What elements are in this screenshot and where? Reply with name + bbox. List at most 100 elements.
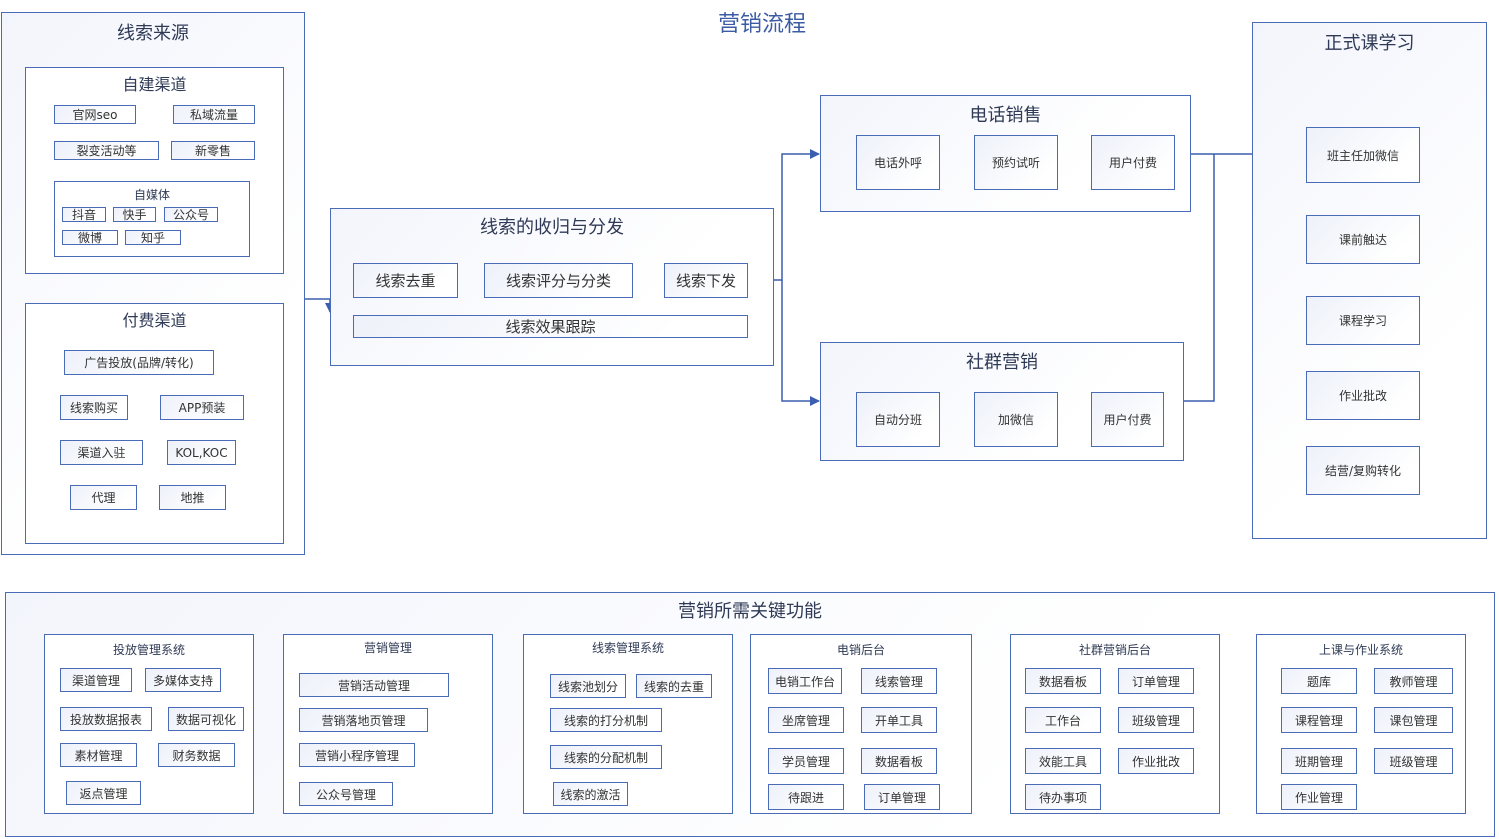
- self-media-panel: 自媒体 抖音 快手 公众号 微博 知乎: [54, 181, 250, 257]
- paid-ground-promo: 地推: [159, 485, 226, 510]
- collect-panel: 线索的收归与分发 线索去重 线索评分与分类 线索下发 线索效果跟踪: [330, 208, 774, 366]
- func-package-mgmt: 课包管理: [1374, 707, 1453, 733]
- func-ad-report: 投放数据报表: [60, 707, 152, 731]
- item-new-retail: 新零售: [171, 141, 255, 160]
- func-lead-dedupe: 线索的去重: [636, 674, 712, 698]
- media-douyin: 抖音: [62, 207, 106, 222]
- func-question-bank: 题库: [1281, 668, 1357, 694]
- paid-channel-title: 付费渠道: [122, 311, 187, 330]
- func-community-order-mgmt: 订单管理: [1118, 668, 1194, 694]
- func-term-mgmt: 班期管理: [1281, 748, 1357, 774]
- func-homework-mgmt: 作业管理: [1281, 784, 1357, 810]
- self-channel-title: 自建渠道: [122, 75, 187, 94]
- paid-app-preinstall: APP预装: [160, 395, 244, 420]
- group-ad-system: 投放管理系统 渠道管理 多媒体支持 投放数据报表 数据可视化 素材管理 财务数据…: [44, 634, 254, 814]
- func-data-viz: 数据可视化: [168, 707, 244, 731]
- func-phone-order-mgmt: 订单管理: [864, 784, 940, 810]
- course-step-pre-reach: 课前触达: [1306, 215, 1420, 264]
- func-community-homework: 作业批改: [1118, 748, 1194, 774]
- func-community-dashboard: 数据看板: [1025, 668, 1101, 694]
- step-score-classify: 线索评分与分类: [484, 263, 633, 298]
- page-title: 营销流程: [718, 12, 807, 37]
- course-panel: 正式课学习 班主任加微信 课前触达 课程学习 作业批改 结营/复购转化: [1252, 22, 1487, 539]
- group-lead-system: 线索管理系统 线索池划分 线索的去重 线索的打分机制 线索的分配机制 线索的激活: [523, 634, 733, 814]
- media-zhihu: 知乎: [125, 230, 181, 245]
- group-class-homework-title: 上课与作业系统: [1318, 643, 1403, 657]
- phone-step-trial: 预约试听: [974, 135, 1058, 190]
- step-effect-tracking: 线索效果跟踪: [353, 315, 748, 338]
- paid-channel-entry: 渠道入驻: [60, 440, 143, 465]
- course-step-study: 课程学习: [1306, 296, 1420, 345]
- sources-title: 线索来源: [117, 23, 189, 44]
- func-seat-mgmt: 坐席管理: [768, 707, 844, 733]
- community-step-add-wechat: 加微信: [974, 392, 1058, 447]
- group-community-backend-title: 社群营销后台: [1078, 643, 1151, 657]
- phone-sales-panel: 电话销售 电话外呼 预约试听 用户付费: [820, 95, 1191, 212]
- paid-lead-purchase: 线索购买: [60, 395, 128, 420]
- self-media-title: 自媒体: [133, 188, 170, 202]
- item-official-seo: 官网seo: [54, 105, 136, 124]
- func-lead-pool: 线索池划分: [550, 674, 626, 698]
- group-marketing-mgmt: 营销管理 营销活动管理 营销落地页管理 营销小程序管理 公众号管理: [283, 634, 493, 814]
- func-channel-mgmt: 渠道管理: [60, 668, 132, 692]
- paid-kol: KOL,KOC: [167, 440, 236, 465]
- arrow-sources-to-collect: [305, 298, 335, 313]
- func-teacher-mgmt: 教师管理: [1374, 668, 1453, 694]
- course-title: 正式课学习: [1324, 33, 1415, 54]
- func-order-tool: 开单工具: [861, 707, 937, 733]
- group-class-homework-system: 上课与作业系统 题库 教师管理 课程管理 课包管理 班期管理 班级管理 作业管理: [1256, 634, 1466, 814]
- func-follow-up: 待跟进: [768, 784, 844, 810]
- group-ad-system-title: 投放管理系统: [112, 643, 185, 657]
- func-phone-dashboard: 数据看板: [861, 748, 937, 774]
- func-mini-program: 营销小程序管理: [299, 743, 415, 767]
- group-phone-backend-title: 电销后台: [836, 643, 885, 657]
- phone-step-call: 电话外呼: [856, 135, 940, 190]
- phone-sales-title: 电话销售: [969, 105, 1042, 126]
- func-phone-workbench: 电销工作台: [768, 668, 842, 694]
- func-class-mgmt: 班级管理: [1374, 748, 1453, 774]
- collect-title: 线索的收归与分发: [480, 217, 624, 238]
- paid-agent: 代理: [70, 485, 137, 510]
- func-lead-scoring: 线索的打分机制: [550, 708, 662, 732]
- phone-step-pay: 用户付费: [1091, 135, 1175, 190]
- course-step-teacher-wechat: 班主任加微信: [1306, 127, 1420, 183]
- community-step-pay: 用户付费: [1091, 392, 1164, 447]
- group-lead-system-title: 线索管理系统: [591, 641, 664, 655]
- func-community-class-mgmt: 班级管理: [1118, 707, 1194, 733]
- func-finance-data: 财务数据: [158, 743, 235, 767]
- arrow-dispatch-to-community: [781, 280, 820, 406]
- func-efficiency-tool: 效能工具: [1025, 748, 1101, 774]
- community-step-auto-class: 自动分班: [856, 392, 940, 447]
- func-landing-page: 营销落地页管理: [299, 708, 428, 732]
- func-course-mgmt: 课程管理: [1281, 707, 1357, 733]
- self-channel-panel: 自建渠道 官网seo 私域流量 裂变活动等 新零售 自媒体 抖音 快手 公众号 …: [25, 67, 284, 274]
- media-weibo: 微博: [62, 230, 118, 245]
- community-panel: 社群营销 自动分班 加微信 用户付费: [820, 342, 1184, 461]
- functions-title: 营销所需关键功能: [678, 601, 822, 622]
- community-title: 社群营销: [966, 352, 1038, 373]
- group-marketing-mgmt-title: 营销管理: [363, 641, 412, 655]
- item-fission: 裂变活动等: [54, 141, 159, 160]
- functions-panel: 营销所需关键功能 投放管理系统 渠道管理 多媒体支持 投放数据报表 数据可视化 …: [5, 592, 1495, 837]
- sources-panel: 线索来源 自建渠道 官网seo 私域流量 裂变活动等 新零售 自媒体 抖音 快手…: [1, 12, 305, 555]
- func-campaign-mgmt: 营销活动管理: [299, 673, 449, 697]
- step-dedupe: 线索去重: [353, 263, 458, 298]
- func-material-mgmt: 素材管理: [60, 743, 137, 767]
- func-community-workbench: 工作台: [1025, 707, 1101, 733]
- paid-channel-panel: 付费渠道 广告投放(品牌/转化) 线索购买 APP预装 渠道入驻 KOL,KOC…: [25, 303, 284, 544]
- paid-ads: 广告投放(品牌/转化): [64, 350, 214, 375]
- step-dispatch: 线索下发: [664, 263, 748, 298]
- func-official-account: 公众号管理: [299, 782, 393, 806]
- arrow-community-to-course: [1184, 154, 1215, 402]
- item-private-traffic: 私域流量: [173, 105, 255, 124]
- func-rebate-mgmt: 返点管理: [66, 781, 141, 805]
- media-kuaishou: 快手: [113, 207, 156, 222]
- course-step-homework: 作业批改: [1306, 371, 1420, 420]
- group-community-backend: 社群营销后台 数据看板 订单管理 工作台 班级管理 效能工具 作业批改 待办事项: [1010, 634, 1220, 814]
- group-phone-backend: 电销后台 电销工作台 线索管理 坐席管理 开单工具 学员管理 数据看板 待跟进 …: [750, 634, 972, 814]
- func-multimedia: 多媒体支持: [145, 668, 221, 692]
- func-todo: 待办事项: [1025, 784, 1101, 810]
- func-student-mgmt: 学员管理: [768, 748, 844, 774]
- media-official-account: 公众号: [164, 207, 218, 222]
- course-step-renewal: 结营/复购转化: [1306, 446, 1420, 495]
